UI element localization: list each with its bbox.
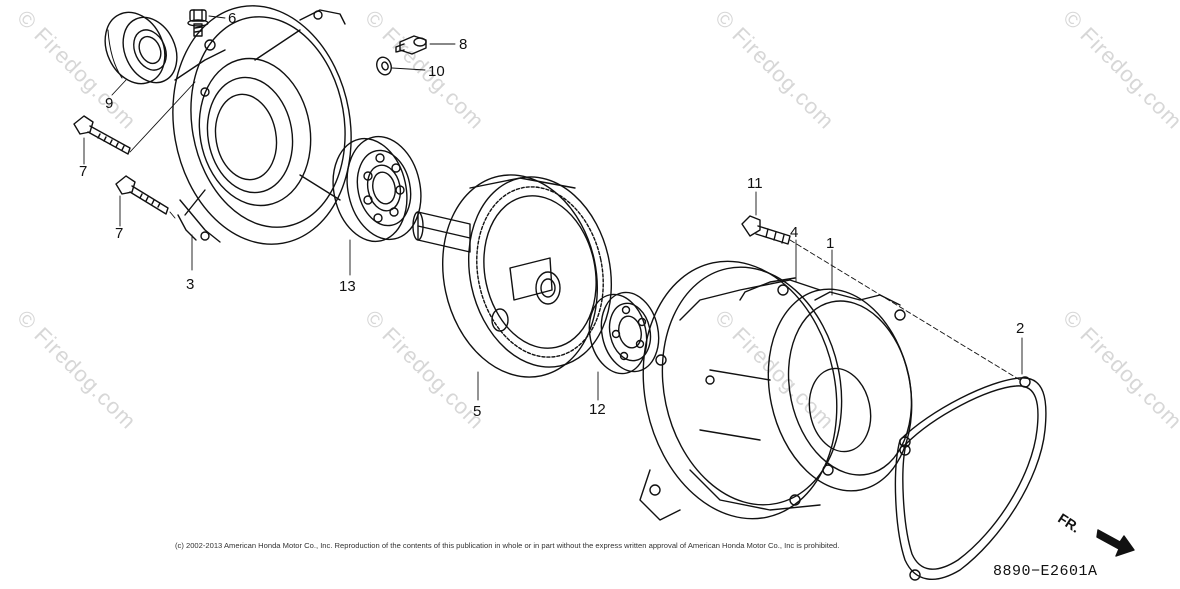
callout-3: 3	[186, 276, 195, 293]
callout-4: 4	[790, 224, 799, 241]
callout-7-lower: 7	[115, 225, 124, 242]
bolt-part-7-lower	[115, 175, 169, 215]
bolt-part-11	[741, 215, 791, 245]
copyright-notice: (c) 2002-2013 American Honda Motor Co., …	[175, 541, 840, 550]
plug-part-8	[395, 35, 427, 55]
bolt-part-6	[187, 9, 209, 37]
callout-5: 5	[473, 403, 482, 420]
bearing-part-13	[332, 135, 422, 243]
callout-7-upper: 7	[79, 163, 88, 180]
callout-1: 1	[826, 235, 835, 252]
diagram-code: 8890−E2601A	[993, 563, 1098, 580]
bolt-part-7-upper	[73, 115, 131, 155]
rear-case-part-1	[639, 260, 913, 521]
oil-seal-part-9	[104, 11, 178, 85]
gear-part-5	[412, 174, 613, 378]
leader-lines	[83, 15, 1023, 401]
callout-12: 12	[589, 401, 606, 418]
callout-10: 10	[428, 63, 445, 80]
callout-13: 13	[339, 278, 356, 295]
gasket-part-2	[894, 376, 1047, 581]
front-direction-arrow	[1096, 529, 1135, 557]
callout-6: 6	[228, 10, 237, 27]
callout-9: 9	[105, 95, 114, 112]
callout-2: 2	[1016, 320, 1025, 337]
callout-8: 8	[459, 36, 468, 53]
front-case-part-3	[172, 5, 352, 245]
washer-part-10	[376, 56, 392, 76]
callout-11: 11	[747, 175, 763, 192]
